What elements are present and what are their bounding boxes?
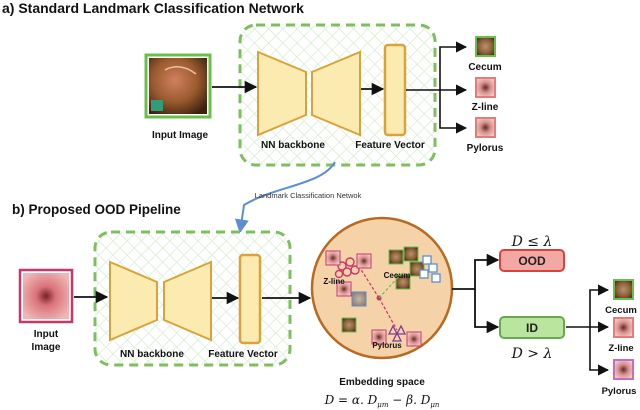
input-image-b-label-line2: Image (32, 342, 61, 353)
feature-vector-label-b: Feature Vector (208, 349, 278, 360)
output-b-cecum-label: Cecum (605, 305, 637, 316)
embedding-pylorus-label: Pylorus (372, 341, 402, 350)
section-a-title: a) Standard Landmark Classification Netw… (2, 0, 304, 16)
embedding-cecum-label: Cecum (384, 271, 411, 280)
zline-thumbnail-a (475, 77, 496, 98)
id-label: ID (526, 321, 538, 335)
id-condition: D > λ (511, 346, 553, 362)
pylorus-cluster (371, 324, 422, 347)
ood-box (499, 249, 565, 272)
decoder-trapezoid-b (163, 260, 212, 342)
output-b-zline-label: Z-line (608, 343, 633, 354)
backbone-label-b: NN backbone (120, 349, 184, 360)
input-image-b-label-line1: Input (34, 329, 59, 340)
cecum-thumbnail-a (475, 36, 496, 57)
output-a-cecum-label: Cecum (468, 62, 501, 73)
embedding-zline-label: Z-line (323, 277, 345, 286)
encoder-trapezoid-a (257, 50, 307, 137)
arrow-to-id (474, 289, 500, 334)
section-b-title: b) Proposed OOD Pipeline (12, 202, 181, 217)
arrow-to-ood (452, 253, 500, 290)
ood-label: OOD (518, 254, 546, 268)
embedding-equation: D = α. Dμm − β. Dμn (324, 393, 440, 409)
pylorus-thumbnail-b (613, 359, 634, 380)
output-a-zline-label: Z-line (472, 102, 499, 113)
input-image-a (144, 53, 212, 119)
cecum-cluster (388, 246, 441, 290)
cecum-thumbnail-b (613, 279, 634, 300)
zline-thumbnail-b (613, 317, 634, 338)
embedding-space-title: Embedding space (339, 377, 425, 388)
query-point (341, 267, 404, 333)
feature-vector-b (238, 253, 262, 345)
feature-vector-label-a: Feature Vector (355, 140, 425, 151)
arrow-id-to-pylorus (589, 327, 610, 376)
arrow-to-pylorus-a (439, 90, 468, 134)
connector-label: Landmark Classification Netwok (255, 191, 362, 200)
output-b-pylorus-label: Pylorus (602, 386, 637, 397)
arrow-id-to-cecum (566, 284, 610, 328)
feature-vector-a (383, 43, 407, 137)
decoder-trapezoid-a (311, 50, 361, 137)
input-image-a-label: Input Image (152, 130, 209, 141)
ood-condition: D ≤ λ (511, 234, 553, 250)
zline-cluster (325, 250, 372, 297)
input-image-b (18, 268, 74, 324)
backbone-label-a: NN backbone (261, 140, 325, 151)
pylorus-thumbnail-a (475, 117, 496, 138)
id-box (499, 316, 565, 339)
arrow-to-cecum-a (406, 41, 468, 91)
output-a-pylorus-label: Pylorus (467, 143, 504, 154)
connector-arrow (234, 161, 336, 234)
encoder-trapezoid-b (109, 260, 158, 342)
